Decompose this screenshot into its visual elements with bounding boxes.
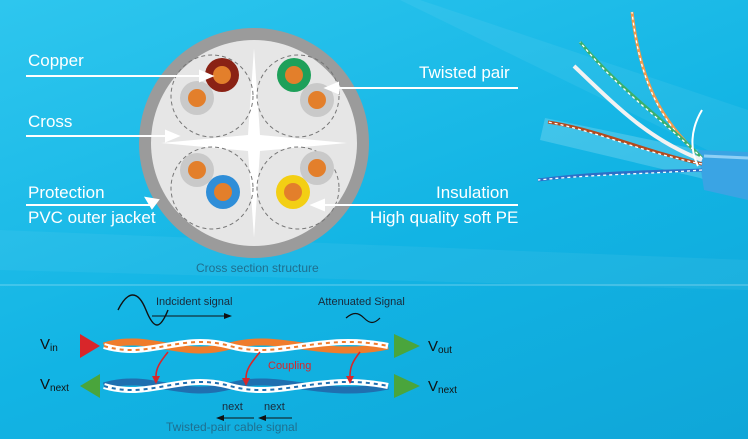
label-cross: Cross [28, 112, 73, 131]
label-pvc-outer-jacket: PVC outer jacket [28, 208, 156, 227]
label-v-in: Vin [40, 336, 58, 354]
blue-pair [102, 378, 389, 394]
cable-jacket-end [698, 150, 748, 200]
leader-lines [26, 69, 518, 212]
cross-section [139, 28, 369, 258]
attenuated-wave [345, 312, 381, 324]
cross-section-caption: Cross section structure [196, 261, 319, 275]
receiver-next-right-triangle [394, 374, 420, 398]
label-soft-pe: High quality soft PE [370, 208, 519, 227]
label-v-out: Vout [428, 338, 452, 356]
cross-separator [161, 48, 347, 238]
signal-caption: Twisted-pair cable signal [166, 420, 298, 434]
orange-pair [102, 338, 389, 354]
label-coupling: Coupling [268, 360, 312, 372]
label-v-next-right: Vnext [428, 378, 457, 396]
label-next-right: next [264, 401, 285, 413]
label-incident-signal: Indcident signal [156, 296, 233, 308]
label-twisted-pair: Twisted pair [419, 63, 510, 82]
label-copper: Copper [28, 51, 84, 70]
receiver-next-left-triangle [80, 374, 100, 398]
cable-illustration [537, 11, 748, 200]
signal-diagram [80, 294, 420, 421]
incident-wave [117, 294, 169, 326]
coupling-arrows [155, 351, 361, 379]
label-next-left: next [222, 401, 243, 413]
label-v-next-left: Vnext [40, 376, 69, 394]
source-triangle [80, 334, 100, 358]
label-protection: Protection [28, 183, 105, 202]
receiver-out-triangle [394, 334, 420, 358]
label-attenuated-signal: Attenuated Signal [318, 296, 405, 308]
label-insulation: Insulation [436, 183, 509, 202]
